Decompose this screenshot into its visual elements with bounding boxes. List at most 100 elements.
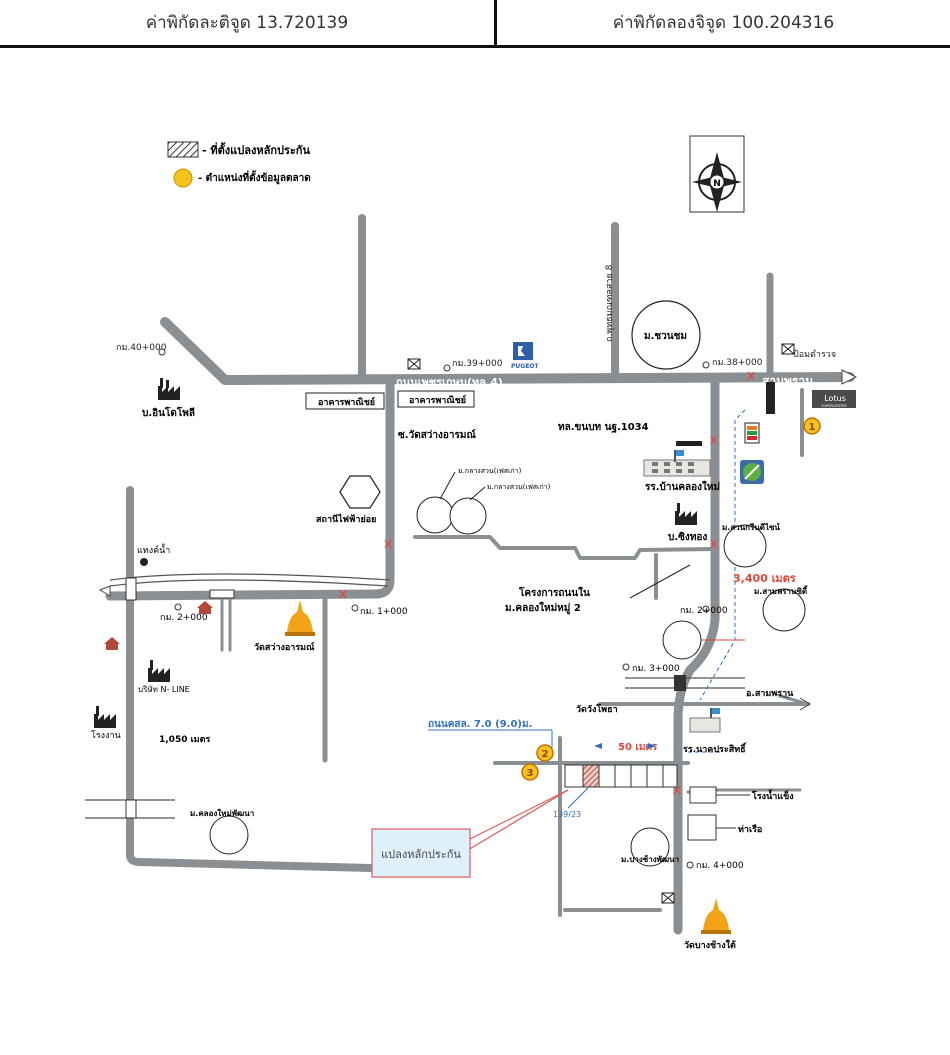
commercial-buildings: อาคารพาณิชย์ อาคารพาณิชย์	[305, 390, 475, 410]
longitude-label: ค่าพิกัดลองจิจูด 100.204316	[612, 13, 835, 33]
km1-label: กม. 1+000	[360, 607, 408, 617]
collateral-callout-label: แปลงหลักประกัน	[381, 848, 461, 861]
header-divider	[494, 0, 497, 46]
road-kl-label: ถนนคสล. 7.0 (9.0)ม.	[428, 719, 532, 730]
km4-label: กม. 4+000	[696, 861, 744, 871]
to-sam-phran-label: อ.สามพราน	[746, 689, 794, 699]
bridge-icon-right	[674, 675, 686, 691]
m-klangsuan-label-2: ม.กลางสวน(เฟสเก่า)	[487, 483, 551, 491]
gas-station-icon	[740, 460, 764, 484]
substation-hexagon	[339, 475, 381, 509]
substation-label: สถานีไฟฟ้าย่อย	[316, 513, 376, 525]
bridge-icon-left	[125, 577, 137, 601]
singthong-label: บ.ซิงทอง	[668, 531, 707, 543]
pier-label: ท่าเรือ	[738, 823, 762, 835]
road-inner-project	[413, 535, 718, 560]
road-arrow-west	[98, 585, 111, 597]
indo-poly-label: บ.อินโดโพลี	[142, 406, 195, 419]
commercial-1-label: อาคารพาณิชย์	[318, 396, 375, 408]
compass-rose-icon: N	[689, 135, 745, 213]
m-suan-green-circle	[723, 524, 767, 568]
km2-left-label: กม. 2+000	[160, 613, 208, 623]
km3-label: กม. 3+000	[632, 664, 680, 674]
school-khlong-mai-label: รร.บ้านคลองใหม่	[645, 480, 720, 493]
latitude-label: ค่าพิกัดละติจูด 13.720139	[145, 13, 349, 33]
factory-icon	[94, 378, 697, 728]
bridge-icon-lower	[125, 799, 137, 819]
seven-eleven-icon	[744, 422, 760, 444]
phutthamonthon8-label: ถ.พุทธมณฑลสาย 8	[605, 264, 615, 342]
market-3-label: 3	[527, 768, 534, 779]
lot-number-label: 139/23	[553, 810, 581, 819]
km40-label: กม.40+000	[116, 343, 167, 353]
m-khlong-mai-label: ม.คลองใหม่พัฒนา	[190, 808, 254, 818]
ice-factory-box	[689, 786, 717, 804]
km38-label: กม.38+000	[712, 358, 763, 368]
m-bang-chang-circle	[630, 827, 670, 867]
pond-circle-1	[662, 620, 702, 660]
collateral-callout: แปลงหลักประกัน	[371, 789, 569, 878]
police-box-label: ป้อมตำรวจ	[793, 349, 836, 360]
m-sam-phran-city-circle	[762, 588, 806, 632]
header-rule	[0, 45, 950, 48]
legend-market-marker	[173, 168, 193, 188]
lotus-sub-label: SUPERCENTER	[821, 404, 847, 408]
m-klangsuan-label-1: ม.กลางสวน(เฟสเก่า)	[458, 467, 522, 475]
pier-box	[687, 814, 717, 841]
peugeot-label: PUGEOT	[511, 363, 539, 370]
market-marker-1: 1	[803, 417, 821, 435]
km-posts	[158, 348, 710, 869]
road-network	[105, 214, 855, 935]
ice-factory-label: โรงน้ำแข็ง	[751, 789, 794, 802]
compass-letter: N	[713, 179, 721, 189]
road-wat-sawang	[105, 375, 395, 601]
legend-hatch-swatch	[167, 141, 199, 158]
m-khlong-mai-circle	[209, 815, 249, 855]
peugeot-logo: PUGEOT	[511, 342, 539, 370]
school-nak-label: รร.นาคประสิทธิ์	[683, 742, 747, 755]
distance-dashed-line	[699, 409, 746, 701]
road-1034-label: ทล.ขนบท นฐ.1034	[558, 422, 649, 433]
wat-sawang-label: วัดสว่างอารมณ์	[254, 641, 315, 653]
legend-market-label: - ตำแหน่งที่ตั้งข้อมูลตลาด	[198, 170, 311, 185]
road-project-label-2: ม.คลองใหม่หมู่ 2	[505, 601, 581, 615]
m-sam-phran-city-label: ม.สามพรานซิตี้	[754, 585, 808, 596]
school-building-icon	[643, 450, 711, 477]
bridge-icon	[209, 589, 235, 599]
market-marker-3: 3	[521, 763, 539, 781]
road-to-sam-phran	[778, 694, 810, 706]
phetkasem-road	[160, 317, 855, 385]
road-arrow-east	[841, 369, 858, 385]
m-klangsuan-circle-2	[449, 497, 487, 535]
road-arrow-sam-phran	[799, 697, 811, 711]
house-icon	[104, 601, 213, 650]
coordinate-header: ค่าพิกัดละติจูด 13.720139 ค่าพิกัดลองจิจ…	[0, 0, 950, 48]
market-marker-2: 2	[536, 744, 554, 762]
water-tank-icon	[140, 558, 148, 566]
lotus-logo: Lotus SUPERCENTER	[812, 390, 856, 408]
km39-label: กม.39+000	[452, 359, 503, 369]
m-suan-green-label: ม.สวนกรีนดีไซน์	[722, 522, 780, 532]
m-bang-chang-label: ม.บางช้างพัฒนา	[621, 854, 679, 864]
lotus-label: Lotus	[824, 394, 846, 403]
wat-wai-phao-label: วัดวังโพธา	[576, 703, 618, 715]
m-chuanchom-circle	[631, 300, 701, 370]
wat-bang-chang-tai-label: วัดบางช้างใต้	[684, 939, 736, 951]
m-chuanchom-label: ม.ชวนชม	[644, 331, 687, 342]
n-line-label: บริษัท N- LINE	[138, 685, 190, 694]
km2-right-label: กม. 2+000	[680, 606, 728, 616]
road-project-label: โครงการถนนใน	[518, 586, 590, 599]
soi-wat-sawang-label: ซ.วัดสว่างอารมณ์	[398, 429, 476, 441]
mailbox-icon	[407, 343, 795, 904]
distance-3400-label: 3,400 เมตร	[733, 572, 796, 585]
commercial-2-label: อาคารพาณิชย์	[409, 394, 466, 406]
road-1034	[673, 375, 720, 935]
water-tank-label: แทงค์น้ำ	[137, 543, 170, 556]
sam-phran-label: สามพราน	[762, 374, 814, 388]
plot-strip	[564, 764, 678, 788]
road-left-vertical	[126, 486, 374, 872]
temple-icon	[285, 600, 731, 934]
distance-50-label: 50 เมตร	[618, 742, 658, 753]
legend-collateral-label: - ที่ตั้งแปลงหลักประกัน	[202, 142, 310, 157]
